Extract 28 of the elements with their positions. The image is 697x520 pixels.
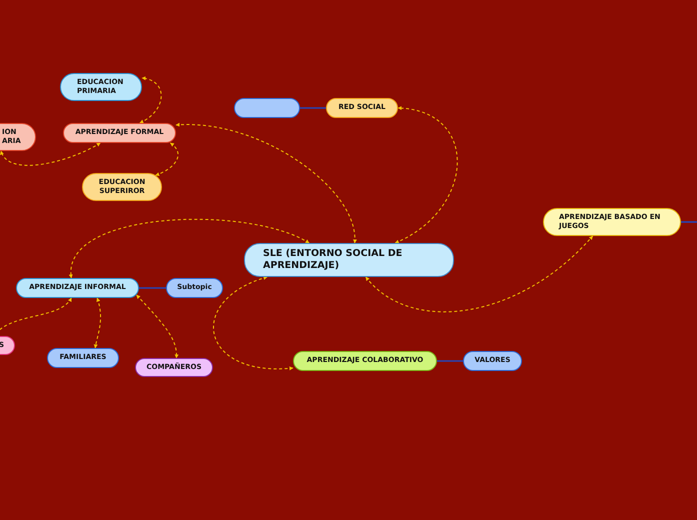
topic-box [293, 351, 437, 371]
topic-box [82, 173, 162, 201]
connector-line [139, 287, 166, 289]
connector-line [300, 107, 326, 109]
dashed-connector [70, 218, 310, 278]
connector-line [437, 360, 463, 362]
dashed-connector [213, 276, 294, 370]
dashed-connector [394, 106, 458, 244]
dashed-connector [176, 122, 356, 244]
topic-box [16, 278, 139, 298]
dashed-connector [155, 142, 179, 176]
topic-label: SLE (ENTORNO SOCIAL DE APRENDIZAJE) [263, 248, 404, 272]
dashed-connector [136, 294, 178, 358]
topic-box [463, 351, 522, 371]
topic-box [60, 73, 142, 101]
dashed-connector [0, 142, 101, 166]
topic-box [244, 243, 454, 277]
topic-box [166, 278, 223, 298]
connector-line [681, 221, 697, 223]
dashed-connector [94, 298, 102, 348]
empty-topic-box [234, 98, 300, 118]
topic-box [63, 123, 176, 143]
topic-box [326, 98, 398, 118]
topic-box [543, 208, 681, 236]
topic-box [135, 358, 213, 377]
dashed-connector [139, 76, 162, 124]
dashed-connector [365, 236, 594, 312]
topic-box [47, 348, 119, 368]
